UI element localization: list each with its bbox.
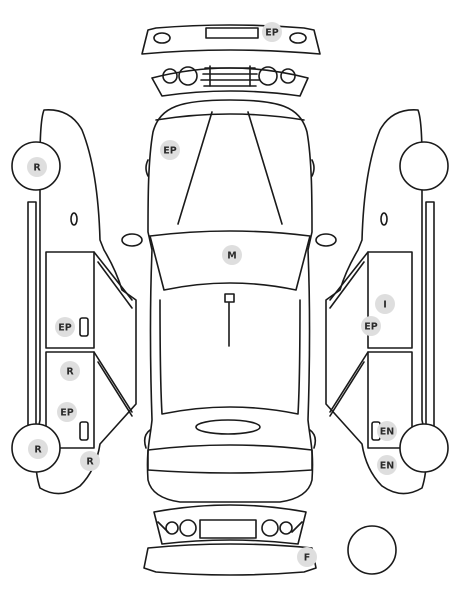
marker-label: EN — [380, 427, 394, 438]
rear-view[interactable] — [151, 65, 309, 97]
marker-label: R — [86, 457, 94, 468]
front-bumper[interactable] — [143, 543, 317, 576]
marker-right-door-mid[interactable]: EP — [361, 316, 381, 336]
marker-left-front-door[interactable]: EP — [55, 317, 75, 337]
marker-label: EP — [265, 28, 278, 39]
marker-label: R — [33, 163, 41, 174]
front-view[interactable] — [153, 504, 307, 545]
marker-label: I — [383, 300, 387, 311]
marker-left-rear-door-lower[interactable]: EP — [57, 402, 77, 422]
marker-label: R — [34, 445, 42, 456]
marker-label: M — [227, 251, 236, 262]
right-side[interactable] — [325, 109, 449, 495]
marker-roof[interactable]: EP — [160, 140, 180, 160]
marker-label: EP — [60, 408, 73, 419]
marker-label: EP — [58, 323, 71, 334]
spare-wheel[interactable] — [347, 525, 397, 575]
marker-front-bumper[interactable]: F — [297, 547, 317, 567]
marker-label: EN — [380, 461, 394, 472]
marker-left-rear-door-upper[interactable]: R — [60, 361, 80, 381]
marker-left-rear-wheel[interactable]: R — [28, 439, 48, 459]
marker-right-rocker[interactable]: EN — [377, 455, 397, 475]
marker-left-front-wheel[interactable]: R — [27, 157, 47, 177]
marker-rear-bumper[interactable]: EP — [262, 22, 282, 42]
marker-label: R — [66, 367, 74, 378]
marker-windshield[interactable]: M — [222, 245, 242, 265]
marker-label: EP — [163, 146, 176, 157]
rear-bumper[interactable] — [141, 24, 321, 55]
marker-right-rear-door[interactable]: EN — [377, 421, 397, 441]
marker-label: F — [304, 553, 311, 564]
marker-label: EP — [364, 322, 377, 333]
marker-left-rocker[interactable]: R — [80, 451, 100, 471]
marker-right-door-top[interactable]: I — [375, 294, 395, 314]
car-body[interactable] — [121, 99, 337, 503]
